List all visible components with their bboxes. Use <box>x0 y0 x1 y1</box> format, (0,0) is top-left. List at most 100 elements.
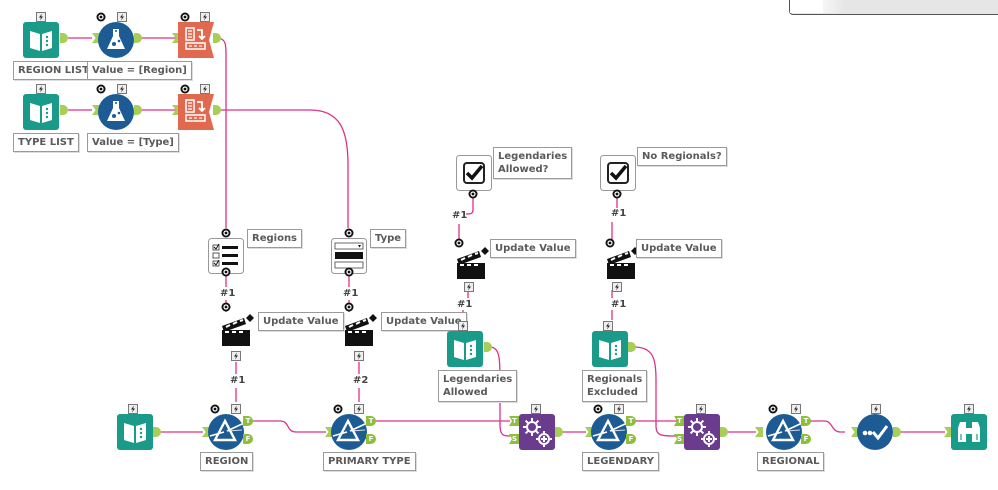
lightning-badge-icon <box>464 282 474 292</box>
overlay-panel-field-shade <box>823 0 845 13</box>
region-formula-label: Value = [Region] <box>87 61 192 80</box>
regionals-excluded-text-input[interactable] <box>592 331 628 367</box>
primary-type-filter-tool[interactable] <box>331 414 367 450</box>
false-anchor[interactable]: F <box>801 434 811 444</box>
input-anchor[interactable] <box>585 427 593 437</box>
region-filter-label: REGION <box>200 452 254 471</box>
text-input-icon <box>117 414 153 450</box>
question-badge-icon <box>768 404 778 414</box>
false-anchor[interactable]: F <box>626 434 636 444</box>
type-crosstab-tool[interactable] <box>178 94 214 130</box>
output-anchor[interactable] <box>484 342 492 352</box>
region-action-tool[interactable] <box>220 312 256 348</box>
output-anchor[interactable] <box>60 105 68 115</box>
lightning-badge-icon <box>791 404 801 414</box>
output-anchor[interactable] <box>134 33 142 43</box>
action-icon <box>222 314 254 346</box>
region-crosstab-tool[interactable] <box>178 22 214 58</box>
regional-filter-tool[interactable] <box>766 414 802 450</box>
output-anchor[interactable] <box>628 342 636 352</box>
question-badge-icon <box>221 228 231 238</box>
regional-macro-tool[interactable] <box>684 414 720 450</box>
no-regionals-check-box[interactable] <box>600 155 636 191</box>
lightning-badge-icon <box>354 404 364 414</box>
regionals-excluded-label: Regionals Excluded <box>582 370 648 402</box>
type-list-text-input[interactable] <box>23 94 59 130</box>
source-input-anchor[interactable]: S <box>509 434 519 444</box>
macro-icon <box>684 414 720 450</box>
type-dropdown[interactable] <box>331 238 367 274</box>
input-anchor[interactable] <box>172 33 180 43</box>
output-anchor[interactable] <box>153 427 161 437</box>
false-anchor[interactable]: F <box>366 434 376 444</box>
legendaries-check-box[interactable] <box>456 155 492 191</box>
input-anchor[interactable] <box>755 427 763 437</box>
type-formula-tool[interactable] <box>98 94 134 130</box>
regions-label: Regions <box>247 229 303 248</box>
input-anchor[interactable] <box>172 105 180 115</box>
region-list-label: REGION LIST <box>13 61 94 80</box>
question-badge-icon <box>96 84 106 94</box>
legendary-filter-tool[interactable] <box>591 414 627 450</box>
select-records-tool[interactable] <box>857 414 893 450</box>
region-list-text-input[interactable] <box>23 22 59 58</box>
lightning-badge-icon <box>871 404 881 414</box>
legendaries-allowed-text-input[interactable] <box>447 331 483 367</box>
output-anchor[interactable] <box>555 427 563 437</box>
legendaries-action-tool[interactable] <box>455 245 491 281</box>
output-anchor[interactable] <box>134 105 142 115</box>
question-badge-icon <box>221 302 231 312</box>
legendaries-allowed-question-label: Legendaries Allowed? <box>493 147 573 179</box>
regionals-action-tool[interactable] <box>605 245 641 281</box>
input-anchor[interactable] <box>92 105 100 115</box>
lightning-badge-icon <box>614 404 624 414</box>
wire <box>252 420 326 433</box>
input-anchor[interactable] <box>202 427 210 437</box>
source-input-anchor[interactable]: S <box>674 434 684 444</box>
type-action-tool[interactable] <box>343 312 379 348</box>
lightning-badge-icon <box>200 84 210 94</box>
overlay-panel-field <box>790 0 823 13</box>
region-formula-tool[interactable] <box>98 22 134 58</box>
legendary-macro-tool[interactable] <box>519 414 555 450</box>
lightning-badge-icon <box>36 12 46 22</box>
check-box-icon <box>456 155 492 191</box>
browse-tool[interactable] <box>951 414 987 450</box>
lightning-badge-icon <box>200 12 210 22</box>
text-input-icon <box>23 94 59 130</box>
true-input-anchor[interactable]: T <box>509 416 519 426</box>
crosstab-icon <box>178 94 214 130</box>
regional-filter-label: REGIONAL <box>757 452 825 471</box>
input-anchor[interactable] <box>944 427 952 437</box>
region-filter-tool[interactable] <box>208 414 244 450</box>
true-input-anchor[interactable]: T <box>674 416 684 426</box>
question-badge-icon <box>344 302 354 312</box>
wire <box>215 37 227 228</box>
input-anchor[interactable] <box>325 427 333 437</box>
lightning-badge-icon <box>231 351 241 361</box>
input-anchor[interactable] <box>851 427 859 437</box>
true-anchor[interactable]: T <box>626 416 636 426</box>
macro-icon <box>519 414 555 450</box>
output-anchor[interactable] <box>893 427 901 437</box>
true-anchor[interactable]: T <box>366 416 376 426</box>
list-box-icon <box>208 238 244 274</box>
output-anchor[interactable] <box>60 33 68 43</box>
regions-list-box[interactable] <box>208 238 244 274</box>
legendary-filter-label: LEGENDARY <box>582 452 660 471</box>
lightning-badge-icon <box>128 404 138 414</box>
select-icon <box>857 414 893 450</box>
filter-icon <box>766 414 802 450</box>
output-anchor[interactable] <box>213 105 221 115</box>
legendaries-allowed-label: Legendaries Allowed <box>438 370 518 402</box>
overlay-panel[interactable] <box>789 0 998 15</box>
main-text-input[interactable] <box>117 414 153 450</box>
true-anchor[interactable]: T <box>801 416 811 426</box>
question-badge-icon <box>180 12 190 22</box>
input-anchor[interactable] <box>92 33 100 43</box>
output-anchor[interactable] <box>213 33 221 43</box>
true-anchor[interactable]: T <box>243 416 253 426</box>
output-anchor[interactable] <box>720 427 728 437</box>
question-badge-icon <box>221 267 231 277</box>
false-anchor[interactable]: F <box>243 434 253 444</box>
